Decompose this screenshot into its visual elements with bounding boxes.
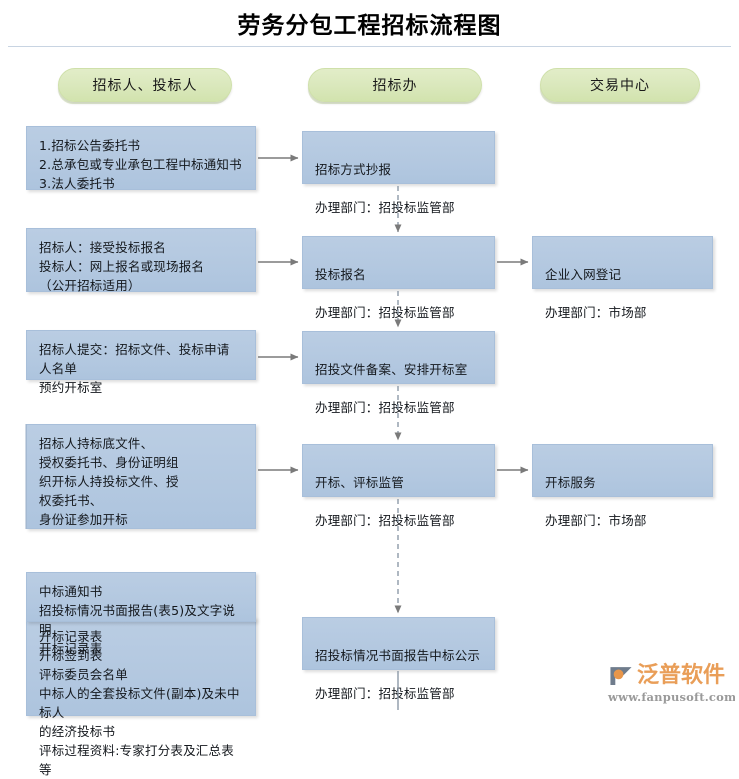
lane-header-bidding-office-label: 招标办 [372, 78, 418, 94]
process-box-c2-2-dept: 办理部门：招投标监管部 [315, 305, 455, 320]
flowchart-page: 劳务分包工程招标流程图 招标人、投标人 招标办 交易中心 1.招标公告委托书 2… [8, 0, 739, 777]
process-box-c2-2[interactable]: 投标报名 办理部门：招投标监管部 [302, 236, 495, 320]
process-box-c2-1-dept: 办理部门：招投标监管部 [315, 200, 455, 215]
page-title: 劳务分包工程招标流程图 [237, 13, 502, 39]
right-edge-margin [735, 0, 739, 723]
process-box-c1-3[interactable]: 招标人提交：招标文件、投标申请 人名单 预约开标室 [26, 330, 256, 395]
connector-layer [25, 154, 529, 710]
lane-header-bidding-office[interactable]: 招标办 [308, 68, 482, 102]
lane-header-bidder-label: 招标人、投标人 [92, 78, 198, 94]
process-box-c2-1-title: 招标方式抄报 [315, 162, 392, 177]
watermark-brand: 泛普软件 [637, 663, 726, 688]
process-box-c3-1-dept: 办理部门：市场部 [545, 305, 647, 320]
process-box-c1-1[interactable]: 1.招标公告委托书 2.总承包或专业承包工程中标通知书 3.法人委托书 [26, 126, 256, 191]
process-box-c2-3[interactable]: 招投文件备案、安排开标室 办理部门：招投标监管部 [302, 331, 495, 415]
process-box-c2-5[interactable]: 招投标情况书面报告中标公示 办理部门：招投标监管部 [302, 617, 495, 701]
process-box-c3-2-dept: 办理部门：市场部 [545, 513, 647, 528]
process-box-c2-3-dept: 办理部门：招投标监管部 [315, 400, 455, 415]
process-box-c3-2[interactable]: 开标服务 办理部门：市场部 [532, 444, 713, 528]
fanpu-logo-icon [610, 667, 632, 685]
lane-header-trading-center-label: 交易中心 [590, 78, 650, 94]
watermark-logo: 泛普软件 www.fanpusoft.com [608, 663, 736, 717]
process-box-c1-5[interactable]: 中标通知书 招投标情况书面报告(表5)及文字说明 开标记录表 [26, 572, 256, 656]
process-box-c1-2[interactable]: 招标人：接受投标报名 投标人：网上报名或现场报名 （公开招标适用） [26, 228, 256, 293]
process-box-c3-1[interactable]: 企业入网登记 办理部门：市场部 [532, 236, 713, 320]
process-box-c2-3-title: 招投文件备案、安排开标室 [315, 362, 468, 377]
title-divider [8, 46, 731, 47]
process-box-c3-2-title: 开标服务 [545, 475, 596, 490]
process-box-c3-1-title: 企业入网登记 [545, 267, 622, 282]
watermark-logo-row: 泛普软件 [608, 663, 736, 689]
process-box-c2-1[interactable]: 招标方式抄报 办理部门：招投标监管部 [302, 131, 495, 215]
process-box-c2-5-dept: 办理部门：招投标监管部 [315, 686, 455, 701]
lane-header-bidder[interactable]: 招标人、投标人 [58, 68, 232, 102]
process-box-c2-4-title: 开标、评标监管 [315, 475, 404, 490]
watermark-url: www.fanpusoft.com [608, 690, 737, 704]
process-box-c2-4-dept: 办理部门：招投标监管部 [315, 513, 455, 528]
process-box-c1-4[interactable]: 招标人持标底文件、 授权委托书、身份证明组 织开标人持投标文件、授 权委托书、 … [26, 424, 256, 529]
process-box-c2-2-title: 投标报名 [315, 267, 366, 282]
process-box-c2-4[interactable]: 开标、评标监管 办理部门：招投标监管部 [302, 444, 495, 528]
process-box-c2-5-title: 招投标情况书面报告中标公示 [315, 648, 481, 663]
process-box-c1-6[interactable]: 开标记录表 开标签到表 评标委员会名单 中标人的全套投标文件(副本)及未中标人 … [26, 617, 256, 777]
lane-header-trading-center[interactable]: 交易中心 [540, 68, 700, 102]
